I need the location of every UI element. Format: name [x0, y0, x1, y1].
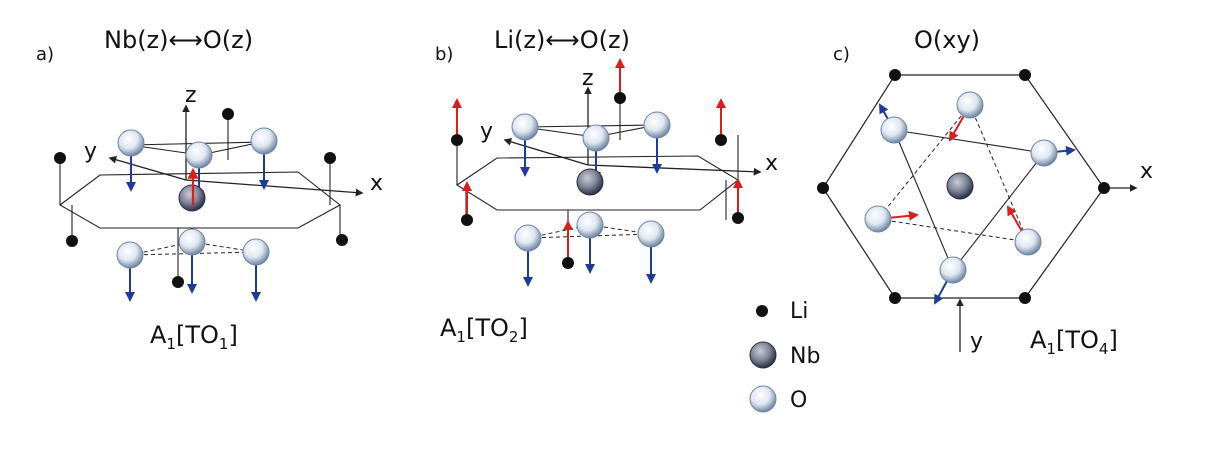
panel-c-solid-triangle [893, 129, 1045, 271]
panel-a-o-displacements [125, 148, 269, 302]
li-atom [732, 212, 744, 224]
nb-atom [946, 172, 974, 200]
panel-a-title: Nb(z)⟷O(z) [104, 26, 253, 54]
panel-c-li-atoms [817, 69, 1110, 304]
panel-c-title: O(xy) [914, 26, 980, 54]
panel-b-axis-y: y [480, 119, 493, 144]
li-atom [715, 134, 727, 146]
panel-c-axis-y: y [970, 329, 983, 354]
li-atom [172, 276, 184, 288]
panel-c-mode-label: A1[TO4] [1030, 326, 1118, 358]
panel-c-blue-displacements [879, 103, 1076, 305]
panel-b-o-atoms [511, 111, 671, 252]
li-atom [562, 257, 574, 269]
li-atom [324, 152, 336, 164]
o-atom [582, 124, 610, 152]
o-atom [178, 228, 206, 256]
o-atom [511, 113, 539, 141]
o-atom [864, 205, 892, 233]
panel-c: c) O(xy) x y [817, 26, 1153, 358]
o-atom [643, 111, 671, 139]
li-atom [1098, 182, 1110, 194]
o-atom [116, 241, 144, 269]
legend-li-symbol [756, 305, 768, 317]
panel-a: a) Nb(z)⟷O(z) z x y [36, 26, 383, 353]
legend: Li Nb O [749, 299, 820, 413]
o-atom [1014, 228, 1042, 256]
panel-b-axis-x: x [765, 151, 778, 176]
panel-a-label: a) [36, 44, 54, 65]
panel-b-title: Li(z)⟷O(z) [494, 26, 630, 54]
li-atom [1019, 292, 1031, 304]
li-atom [817, 182, 829, 194]
panel-c-dashed-triangle [877, 104, 1029, 243]
o-atom [185, 141, 213, 169]
o-atom [250, 127, 278, 155]
legend-li-label: Li [790, 299, 808, 324]
o-atom [1030, 139, 1058, 167]
panel-b-label: b) [435, 44, 453, 65]
o-atom [117, 129, 145, 157]
panel-a-o-atoms [116, 127, 278, 269]
li-atom [1019, 69, 1031, 81]
panel-a-mode-label: A1[TO1] [150, 321, 238, 353]
o-atom [637, 220, 665, 248]
li-atom [336, 234, 348, 246]
o-atom [956, 91, 984, 119]
li-atom [66, 235, 78, 247]
panel-c-o-atoms [864, 91, 1058, 284]
o-atom [880, 116, 908, 144]
o-atom [514, 224, 542, 252]
o-atom [242, 238, 270, 266]
panel-c-axis-x: x [1140, 159, 1153, 184]
panel-a-axis-z: z [185, 83, 197, 108]
panel-b-li-atoms [451, 92, 744, 269]
li-atom [889, 292, 901, 304]
nb-atom [576, 168, 604, 196]
panel-a-axis-x: x [370, 171, 383, 196]
legend-nb-label: Nb [790, 344, 820, 369]
legend-o-symbol [749, 385, 777, 413]
panel-b-li-displacements [452, 58, 743, 257]
panel-b-axis-z: z [582, 66, 594, 91]
panel-c-label: c) [833, 44, 850, 65]
li-atom [614, 92, 626, 104]
o-atom [939, 256, 967, 284]
panel-b-o-displacements [520, 132, 662, 287]
panel-a-li-atoms [54, 108, 348, 288]
panel-b-mode-label: A1[TO2] [440, 314, 528, 346]
o-atom [576, 211, 604, 239]
li-atom [461, 214, 473, 226]
panel-a-axes [108, 104, 364, 197]
li-atom [222, 108, 234, 120]
li-atom [54, 152, 66, 164]
legend-o-label: O [790, 388, 807, 413]
panel-a-axis-y: y [84, 139, 97, 164]
legend-nb-symbol [749, 341, 777, 369]
panel-b: b) Li(z)⟷O(z) z x y [435, 26, 778, 346]
li-atom [889, 69, 901, 81]
li-atom [451, 134, 463, 146]
